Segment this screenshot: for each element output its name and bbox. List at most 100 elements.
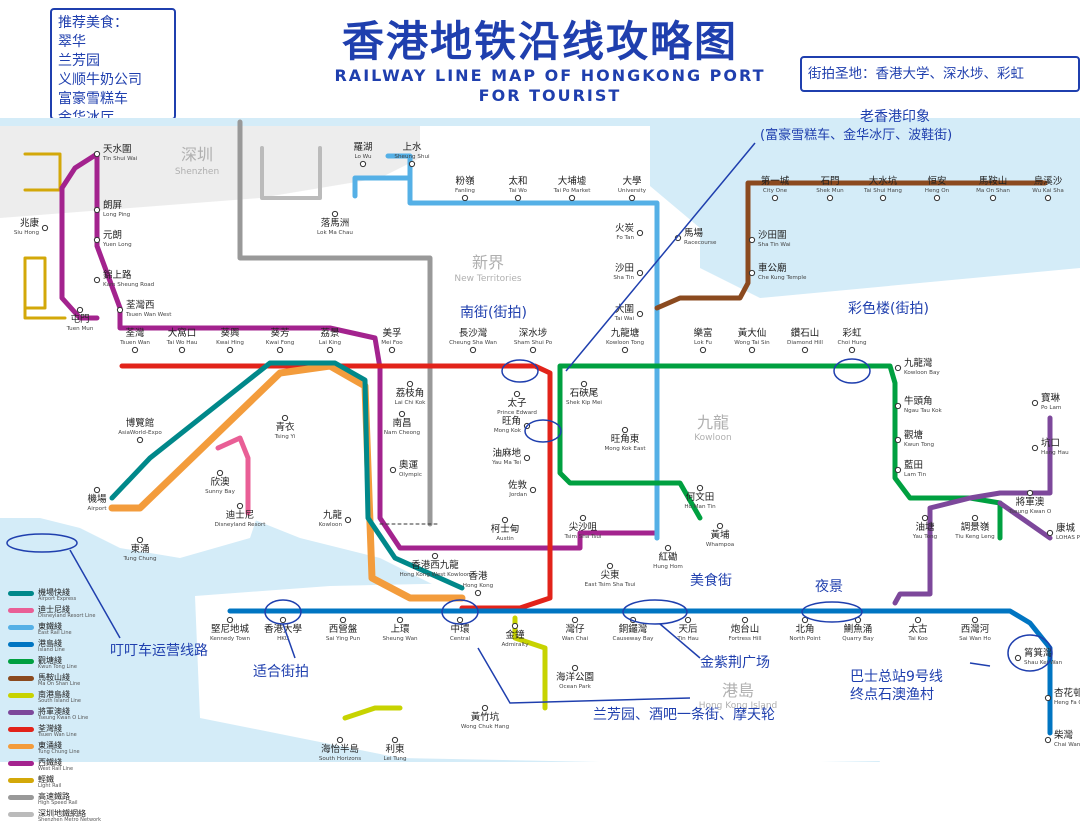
station-name: 羅湖 [353,142,372,153]
station-name: 香港大學 [264,623,302,635]
annotation-night-view: 夜景 [815,579,843,595]
west-rail-line [59,151,660,551]
annotation-circle [501,359,539,383]
station-marker [339,616,347,624]
station-marker [406,380,414,388]
station-name: 銅鑼灣 [619,623,648,635]
station-marker [971,514,979,522]
station-name-en: Choi Hung [837,340,867,346]
station-marker [628,194,636,202]
kwun-tong-ext [557,375,703,521]
station-name: 海洋公園 [556,671,594,683]
shenzhen-metro-line [260,146,322,200]
station-marker [331,210,339,218]
station-name-en: Tung Chung [122,556,157,562]
station-marker [1044,194,1052,202]
station-marker [568,194,576,202]
station-name: 寶琳 [1041,392,1061,404]
station-marker [469,346,477,354]
station-name: 兆康 [20,217,40,229]
station-name-en: Lai King [319,340,342,346]
station-name: 大水坑 [869,175,898,187]
station-name: 大窩口 [168,327,197,339]
station-name: 柯士甸 [491,523,520,535]
station-name-en: Nam Cheong [384,430,421,436]
station-name-en: Fortress Hill [728,636,761,642]
airport-express-line [109,360,465,591]
station-name: 藍田 [904,459,923,471]
station-marker [93,150,101,158]
station-name: 鑽石山 [791,327,820,339]
annotation-hku: 适合街拍 [253,664,309,680]
pointer-line [969,662,991,667]
pointer-line [69,549,121,639]
station-name: 將軍澳 [1016,496,1045,508]
station-name: 旺角東 [611,433,640,445]
station-name-en: Tsing Yi [274,434,296,440]
station-name-en: Lok Ma Chau [317,230,353,236]
annotation-rainbow: 彩色楼(街拍) [848,301,929,317]
subtitle-line-2: FOR TOURIST [478,86,622,105]
annotation-lanfong: 兰芳园、酒吧一条街、摩天轮 [593,707,775,723]
station-marker [933,194,941,202]
station-marker [696,484,704,492]
station-name: 堅尼地城 [211,623,250,635]
station-marker [621,426,629,434]
station-name: 欣澳 [210,476,230,488]
station-name-en: Ho Man Tin [684,504,716,510]
station-name-en: Tsim Sha Tsui [564,534,602,540]
tsuen-wan-line [119,363,553,611]
station-name-en: Lok Fu [694,340,712,346]
station-name: 油塘 [915,521,935,533]
annotation-circle [622,599,688,625]
station-name-en: Hung Hom [653,564,683,570]
station-name: 九龍灣 [904,357,933,369]
station-name-en: Che Kung Temple [758,275,807,281]
station-name: 海怡半島 [321,743,359,755]
station-name-en: Yau Tong [912,534,938,540]
station-marker [236,502,244,510]
legend-swatch [8,642,34,647]
station-name-en: Tin Hau [676,636,699,642]
station-name-en: Jordan [508,492,527,498]
station-name-en: Chai Wan [1054,742,1080,748]
station-name-en: LOHAS Park [1056,535,1080,541]
station-marker [501,516,509,524]
station-marker [664,544,672,552]
station-name: 南昌 [392,417,411,429]
station-marker [741,616,749,624]
station-marker [879,194,887,202]
station-marker [894,364,902,372]
shenzhen-land [0,126,420,218]
tko-line [892,415,1053,606]
legend-swatch [8,676,34,681]
annotation-tram: 叮叮车运营线路 [110,643,208,659]
legend-label: 觀塘綫 [38,656,62,665]
station-name-en: Sheung Wan [382,636,418,642]
station-name-en: Tiu Keng Leng [954,534,995,540]
station-name: 樂富 [693,327,712,339]
station-name-en: Austin [496,536,514,542]
station-marker [388,346,396,354]
food-item: 义顺牛奶公司 [58,72,142,88]
station-name: 九龍 [323,509,343,521]
station-name: 油麻地 [492,447,521,459]
station-name-en: Central [450,636,471,642]
page-subtitle: RAILWAY LINE MAP OF HONGKONG PORT FOR TO… [0,66,1080,106]
station-name: 中環 [450,623,470,635]
legend-label-en: Island Line [38,647,65,653]
food-heading: 推荐美食： [58,15,128,31]
station-marker [894,402,902,410]
station-marker [1031,399,1039,407]
station-name: 牛頭角 [904,395,933,407]
station-name-en: Tseung Kwan O [1008,509,1052,515]
station-name: 太古 [908,623,928,635]
station-name: 鰂魚涌 [844,623,873,635]
station-name: 上環 [390,624,410,635]
station-name: 北角 [795,623,814,635]
station-marker [848,346,856,354]
station-marker [580,380,588,388]
region-label: Shenzhen [175,167,219,177]
